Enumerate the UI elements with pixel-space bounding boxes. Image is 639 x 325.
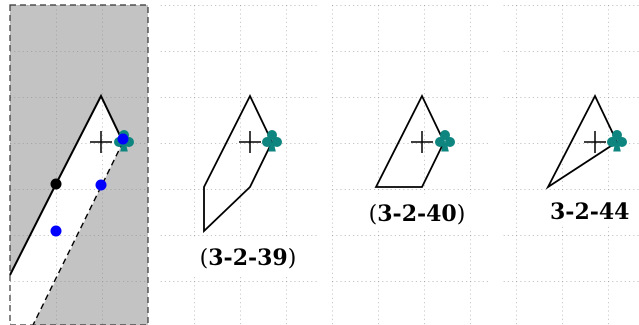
- crosshair-icon: [584, 131, 606, 153]
- panel-4-grid: [502, 5, 639, 325]
- blue-dot: [117, 133, 129, 145]
- panel-2-label-text: 3-2-39: [208, 245, 288, 271]
- panel-3-label-bg: [356, 194, 478, 230]
- panel-1-grid: [10, 5, 148, 325]
- panel-2-label-open: (: [200, 246, 209, 271]
- panel-2: (3-2-39): [158, 5, 318, 325]
- crosshair-icon: [411, 131, 433, 153]
- panel-3-label: (3-2-40): [369, 201, 466, 227]
- panel-1-dashed-border: [9, 4, 149, 325]
- panel-2-label: (3-2-39): [200, 245, 297, 271]
- blue-dot: [95, 179, 107, 191]
- panel-2-label-bg: [187, 238, 309, 274]
- panel-3-grid: [330, 5, 491, 325]
- panel-4-polygon: [545, 93, 619, 190]
- panel-2-grid: [158, 5, 318, 325]
- panel-2-label-close: ): [288, 246, 297, 271]
- blue-dot: [50, 225, 62, 237]
- panel-2-polygon: [203, 93, 273, 234]
- panel-4-label-text: 3-2-44: [550, 199, 630, 225]
- panel-3-label-open: (: [369, 202, 378, 227]
- crosshair-icon: [239, 131, 261, 153]
- panel-4: 3-2-44: [502, 5, 639, 325]
- panel-3-label-close: ): [457, 202, 466, 227]
- panel-4-label: 3-2-44: [550, 199, 630, 225]
- panel-3-label-text: 3-2-40: [377, 201, 457, 227]
- black-dot: [50, 178, 62, 190]
- crosshair-icon: [90, 131, 112, 153]
- panel-3: (3-2-40): [330, 5, 491, 325]
- panel-1-dashed-edge: [32, 141, 124, 325]
- panel-1-solid-edge: [9, 93, 124, 276]
- panel-4-label-bg: [549, 193, 639, 225]
- panel-1: [9, 4, 149, 325]
